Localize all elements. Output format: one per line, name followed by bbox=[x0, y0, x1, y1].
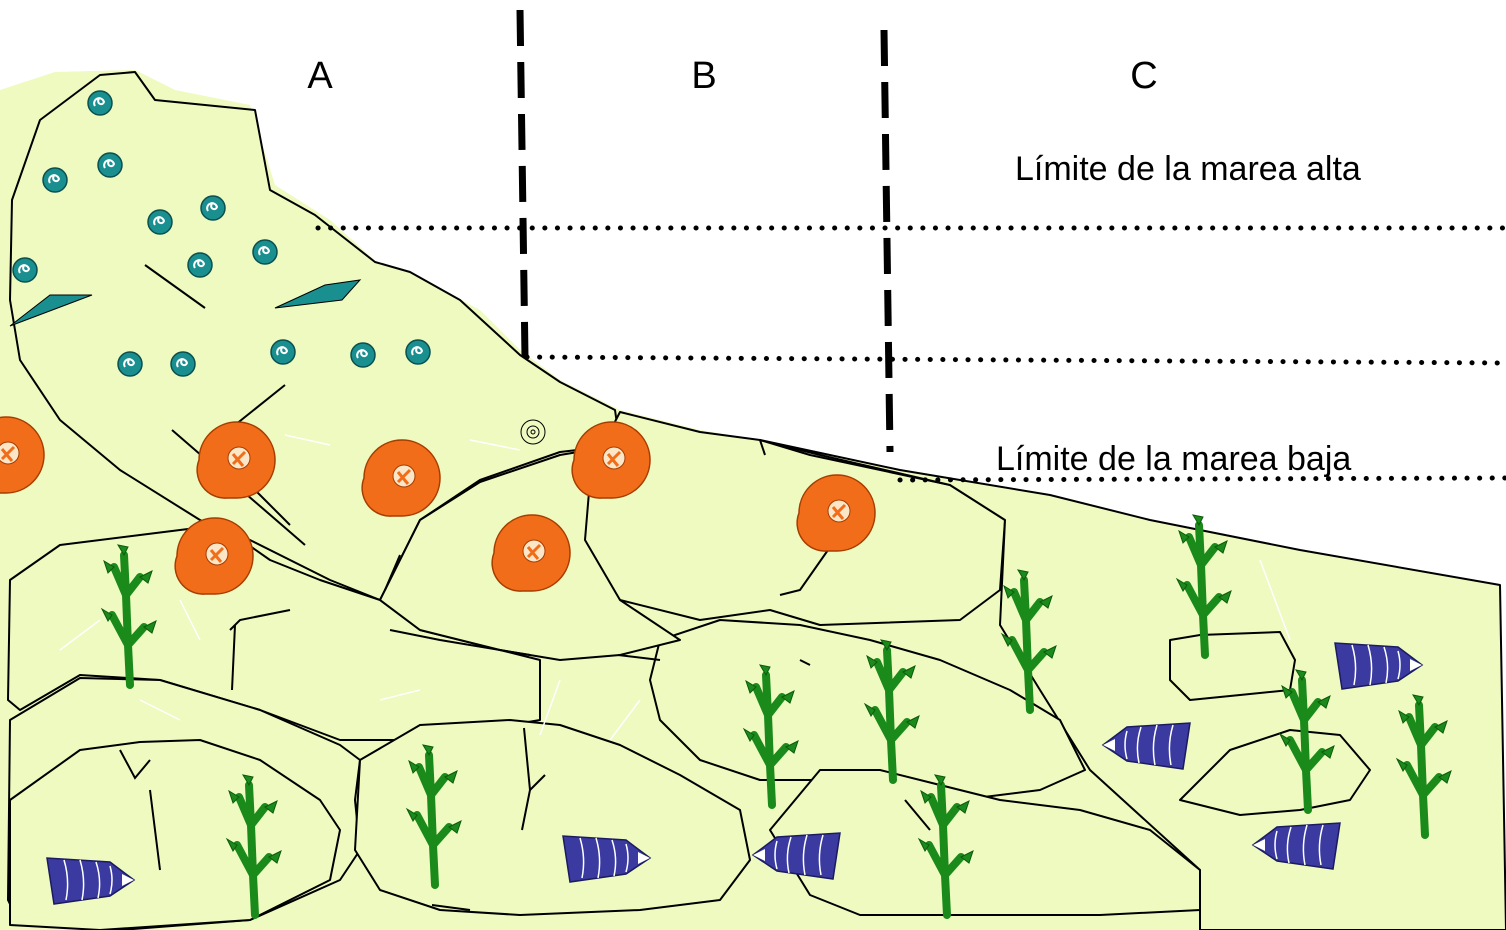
low-tide-label: Límite de la marea baja bbox=[996, 440, 1351, 478]
small-snail-icon bbox=[201, 196, 225, 220]
large-snail-icon bbox=[175, 518, 253, 594]
large-snail-icon bbox=[362, 440, 440, 516]
small-snail-icon bbox=[118, 352, 142, 376]
small-snail-icon bbox=[148, 210, 172, 234]
small-snail-icon bbox=[98, 153, 122, 177]
large-snail-icon bbox=[572, 422, 650, 498]
low-tide-line bbox=[900, 478, 1506, 480]
mid-tide-line bbox=[527, 357, 1506, 363]
small-snail-icon bbox=[13, 258, 37, 282]
small-snail-icon bbox=[88, 91, 112, 115]
large-snail-icon bbox=[197, 422, 275, 498]
zone-label-b: B bbox=[691, 55, 716, 97]
small-snail-icon bbox=[271, 340, 295, 364]
small-snail-icon bbox=[406, 340, 430, 364]
small-snail-icon bbox=[43, 168, 67, 192]
large-snail-icon bbox=[492, 515, 570, 591]
zone-label-c: C bbox=[1130, 55, 1157, 97]
zone-divider-bc bbox=[884, 30, 890, 452]
shore-rocks bbox=[0, 70, 1506, 930]
small-snail-icon bbox=[188, 253, 212, 277]
zone-divider-ab bbox=[520, 10, 525, 357]
small-snail-icon bbox=[253, 240, 277, 264]
high-tide-label: Límite de la marea alta bbox=[1015, 150, 1361, 188]
small-snail-icon bbox=[171, 352, 195, 376]
small-snail-icon bbox=[351, 343, 375, 367]
zone-label-a: A bbox=[307, 55, 333, 97]
large-snail-icon bbox=[797, 475, 875, 551]
